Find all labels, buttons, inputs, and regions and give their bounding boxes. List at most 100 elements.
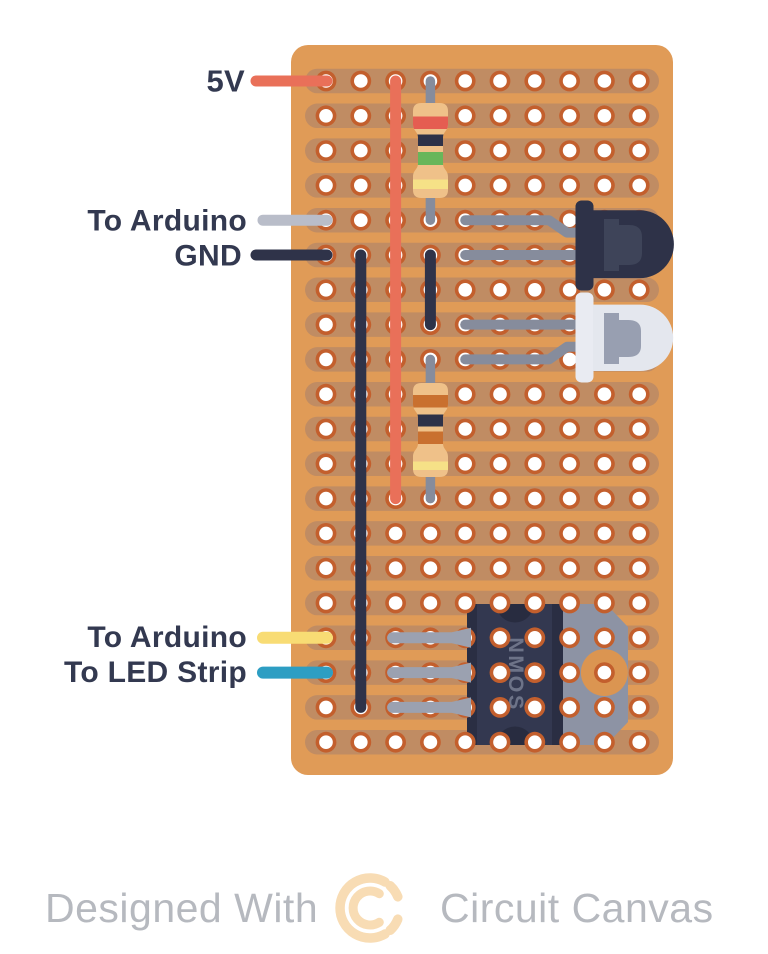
board-hole-center <box>597 457 612 471</box>
mosfet-leg-1-shoulder <box>452 627 471 648</box>
board-hole-center <box>597 143 612 158</box>
board-hole-center <box>597 178 612 193</box>
board-hole-center <box>493 665 507 680</box>
board-hole-center <box>528 700 542 715</box>
board-hole-center <box>354 109 368 123</box>
board-hole-center <box>562 700 577 715</box>
board-hole-center <box>319 352 333 367</box>
resistor2-band-3 <box>413 431 448 444</box>
board-hole-center <box>597 387 612 402</box>
board-hole-center <box>493 631 507 645</box>
white-led-flange <box>575 292 594 383</box>
board-hole-center <box>458 387 473 402</box>
board-hole-center <box>528 109 542 123</box>
board-hole-center <box>354 74 368 88</box>
board-hole-center <box>319 700 333 715</box>
resistor2-band-4 <box>413 461 448 470</box>
board-hole-center <box>528 74 542 88</box>
board-hole-center <box>319 283 333 297</box>
board-hole-center <box>493 735 507 749</box>
board-hole-center <box>493 491 507 506</box>
brand-text: Circuit Canvas <box>440 885 714 931</box>
board-hole-center <box>493 283 507 297</box>
logo-outer-arc <box>335 873 390 943</box>
board-hole-center <box>458 735 473 749</box>
label-gnd: GND <box>174 240 242 273</box>
board-hole-center <box>528 526 542 541</box>
board-hole-center <box>528 457 542 471</box>
board-hole-center <box>354 143 368 158</box>
board-hole-center <box>458 143 473 158</box>
mosfet-body-right-edge <box>552 604 563 745</box>
board-hole-center <box>388 596 403 610</box>
logo-inner-c <box>348 886 384 930</box>
board-hole-center <box>597 735 612 749</box>
board-hole-center <box>319 143 333 158</box>
circuit-canvas-logo-icon <box>335 873 403 943</box>
board-hole-center <box>632 596 646 610</box>
board-hole-center <box>458 74 473 88</box>
board-hole-center <box>632 422 646 436</box>
board-hole-center <box>458 283 473 297</box>
board-hole-center <box>562 74 577 88</box>
board-hole-center <box>562 178 577 193</box>
components <box>413 103 674 718</box>
resistor1-band-3 <box>413 152 448 165</box>
board-hole-center <box>493 109 507 123</box>
resistor1-band-1 <box>413 116 448 129</box>
board-hole-center <box>632 491 646 506</box>
board-hole-center <box>493 143 507 158</box>
board-hole-center <box>388 735 403 749</box>
resistor2-band-2 <box>413 414 448 427</box>
board-hole-center <box>319 491 333 506</box>
board-hole-center <box>354 178 368 193</box>
board-hole-center <box>319 596 333 610</box>
board-hole-center <box>493 457 507 471</box>
board-hole-center <box>458 178 473 193</box>
board-hole-center <box>493 387 507 402</box>
ir-led-leg-top <box>460 215 581 238</box>
board-hole-center <box>319 526 333 541</box>
label-to-arduino-bottom: To Arduino <box>87 621 247 654</box>
board-hole-center <box>354 735 368 749</box>
board-hole-center <box>528 422 542 436</box>
designed-with-text: Designed With <box>45 885 319 931</box>
board-hole-center <box>597 631 612 645</box>
board-hole-center <box>528 596 542 610</box>
board-hole-center <box>354 213 368 227</box>
board-hole-center <box>528 387 542 402</box>
board-hole-center <box>562 735 577 749</box>
board-hole-center <box>597 526 612 541</box>
board-hole-center <box>319 457 333 471</box>
board-hole-center <box>458 561 473 575</box>
board-hole-center <box>632 387 646 402</box>
board-hole-center <box>458 526 473 541</box>
ir-led-flange <box>575 200 594 291</box>
board-hole-center <box>562 213 577 227</box>
board-hole-center <box>319 387 333 402</box>
board-hole-center <box>493 178 507 193</box>
board-hole-center <box>562 526 577 541</box>
board-hole-center <box>562 631 577 645</box>
board-hole-center <box>493 596 507 610</box>
white-led-leg-bottom <box>460 341 581 365</box>
board-hole-center <box>423 596 438 610</box>
board-hole-center <box>458 109 473 123</box>
board-hole-center <box>562 109 577 123</box>
board-hole-center <box>458 491 473 506</box>
board-hole-center <box>493 422 507 436</box>
board-hole-center <box>632 143 646 158</box>
board-hole-center <box>528 665 542 680</box>
white-led-inner <box>604 313 641 364</box>
board-hole-center <box>597 700 612 715</box>
board-hole-center <box>458 596 473 610</box>
logo-dash-bottom <box>385 914 403 936</box>
board-hole-center <box>493 700 507 715</box>
resistor1-band-4 <box>413 179 448 189</box>
label-to-arduino-top: To Arduino <box>87 205 247 238</box>
board-hole-center <box>388 526 403 541</box>
board-hole-center <box>423 526 438 541</box>
board-hole-center <box>632 735 646 749</box>
board-hole-center <box>319 735 333 749</box>
